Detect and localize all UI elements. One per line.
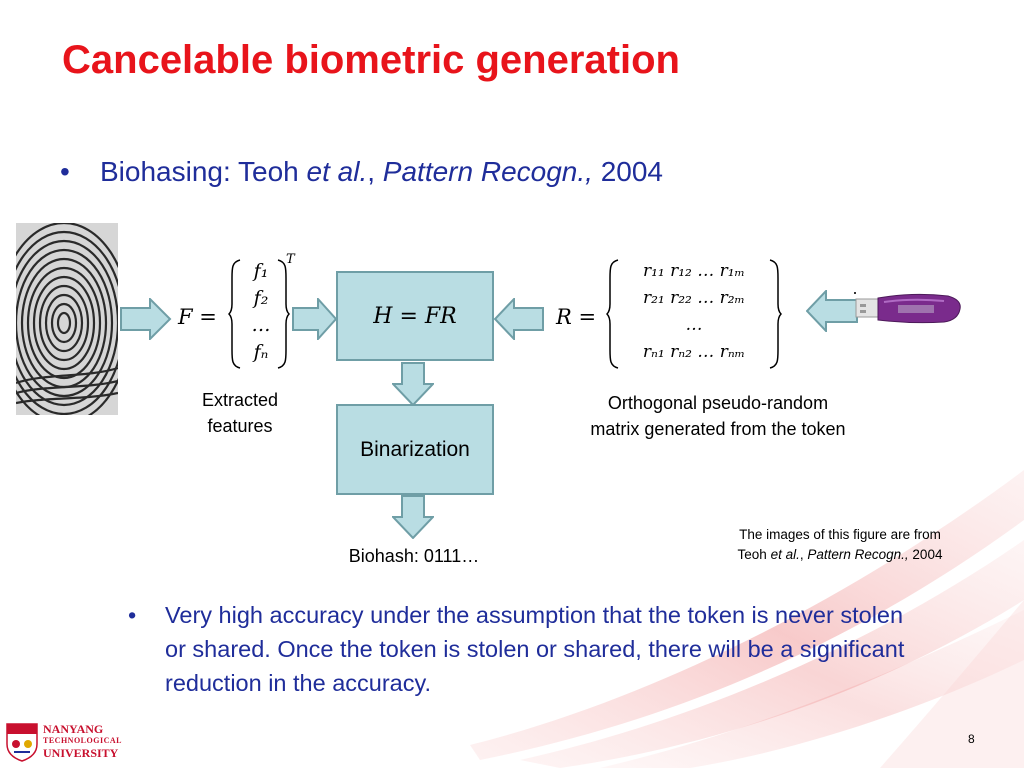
bullet-marker-2: • [128,602,137,628]
extracted-features-label: Extracted features [178,387,302,439]
credit-comma: , [799,547,808,562]
figure-credit: The images of this figure are from Teoh … [704,525,976,565]
r-row-2: r₂₁ r₂₂ … r₂ₘ [642,288,746,308]
orthogonal-matrix-label: Orthogonal pseudo-random matrix generate… [548,390,888,442]
f-row-2: f₂ [253,287,269,309]
h-equation: H = FR [373,303,457,329]
f-matrix-transpose: T [286,252,295,267]
r-matrix-rows: r₁₁ r₁₂ … r₁ₘ r₂₁ r₂₂ … r₂ₘ … rₙ₁ rₙ₂ … … [618,258,770,366]
ntu-wordmark: NANYANG TECHNOLOGICAL UNIVERSITY [43,723,122,759]
citation-lead: Biohasing: Teoh [100,156,307,187]
arrow-binarization-to-biohash-icon [392,495,434,539]
page-number: 8 [968,732,975,746]
r-matrix-brace-left-icon [606,259,619,369]
citation-year: 2004 [592,156,663,187]
logo-line-2: TECHNOLOGICAL [43,736,122,745]
arrow-r-to-h-icon [494,298,544,340]
f-row-4: fₙ [253,341,269,363]
citation-etal: et al. [306,156,368,187]
f-row-3: … [251,314,271,336]
r-row-1: r₁₁ r₁₂ … r₁ₘ [642,261,746,281]
fingerprint-image [16,223,118,415]
arrow-features-to-h-icon [292,298,338,340]
credit-author: Teoh [737,547,771,562]
f-matrix-rows: f₁ f₂ … fₙ [246,258,276,366]
orthogonal-line-1: Orthogonal pseudo-random [607,393,829,413]
ntu-crest-icon [6,723,38,762]
arrow-token-to-r-icon [806,290,858,332]
extracted-line-2: features [207,416,273,436]
arrow-fingerprint-to-features-icon [120,298,172,340]
accuracy-note-text: Very high accuracy under the assumption … [165,602,905,696]
credit-etal: et al. [770,547,800,562]
binarization-box: Binarization [336,404,494,495]
bullet-marker: • [60,156,70,187]
extracted-line-1: Extracted [201,390,279,410]
logo-line-1: NANYANG [43,722,104,736]
citation-comma: , [367,156,383,187]
h-equals-fr-box: H = FR [336,271,494,361]
credit-journal: Pattern Recogn., [807,547,909,562]
arrow-h-to-binarization-icon [392,362,434,406]
bullet-accuracy-note: • Very high accuracy under the assumptio… [128,598,928,700]
r-matrix-brace-right-icon [769,259,782,369]
binarization-label: Binarization [360,437,470,461]
f-row-1: f₁ [253,260,269,282]
bullet-citation: • Biohasing: Teoh et al., Pattern Recogn.… [60,156,663,188]
logo-line-3: UNIVERSITY [43,746,119,760]
credit-year: 2004 [908,547,943,562]
citation-journal: Pattern Recogn., [382,156,593,187]
f-matrix-lhs: F = [178,305,217,329]
r-matrix-lhs: R = [556,305,597,329]
usb-token-icon [854,292,961,324]
credit-line-2: Teoh et al., Pattern Recogn., 2004 [704,545,976,565]
orthogonal-line-2: matrix generated from the token [590,419,846,439]
f-matrix-brace-left-icon [228,259,241,369]
r-row-4: rₙ₁ rₙ₂ … rₙₘ [642,342,746,362]
r-row-3: … [685,315,703,335]
credit-line-1: The images of this figure are from [739,527,941,542]
slide-title: Cancelable biometric generation [62,38,680,82]
f-matrix-brace-right-icon [277,259,290,369]
biohash-output: Biohash: 0111… [348,546,480,566]
